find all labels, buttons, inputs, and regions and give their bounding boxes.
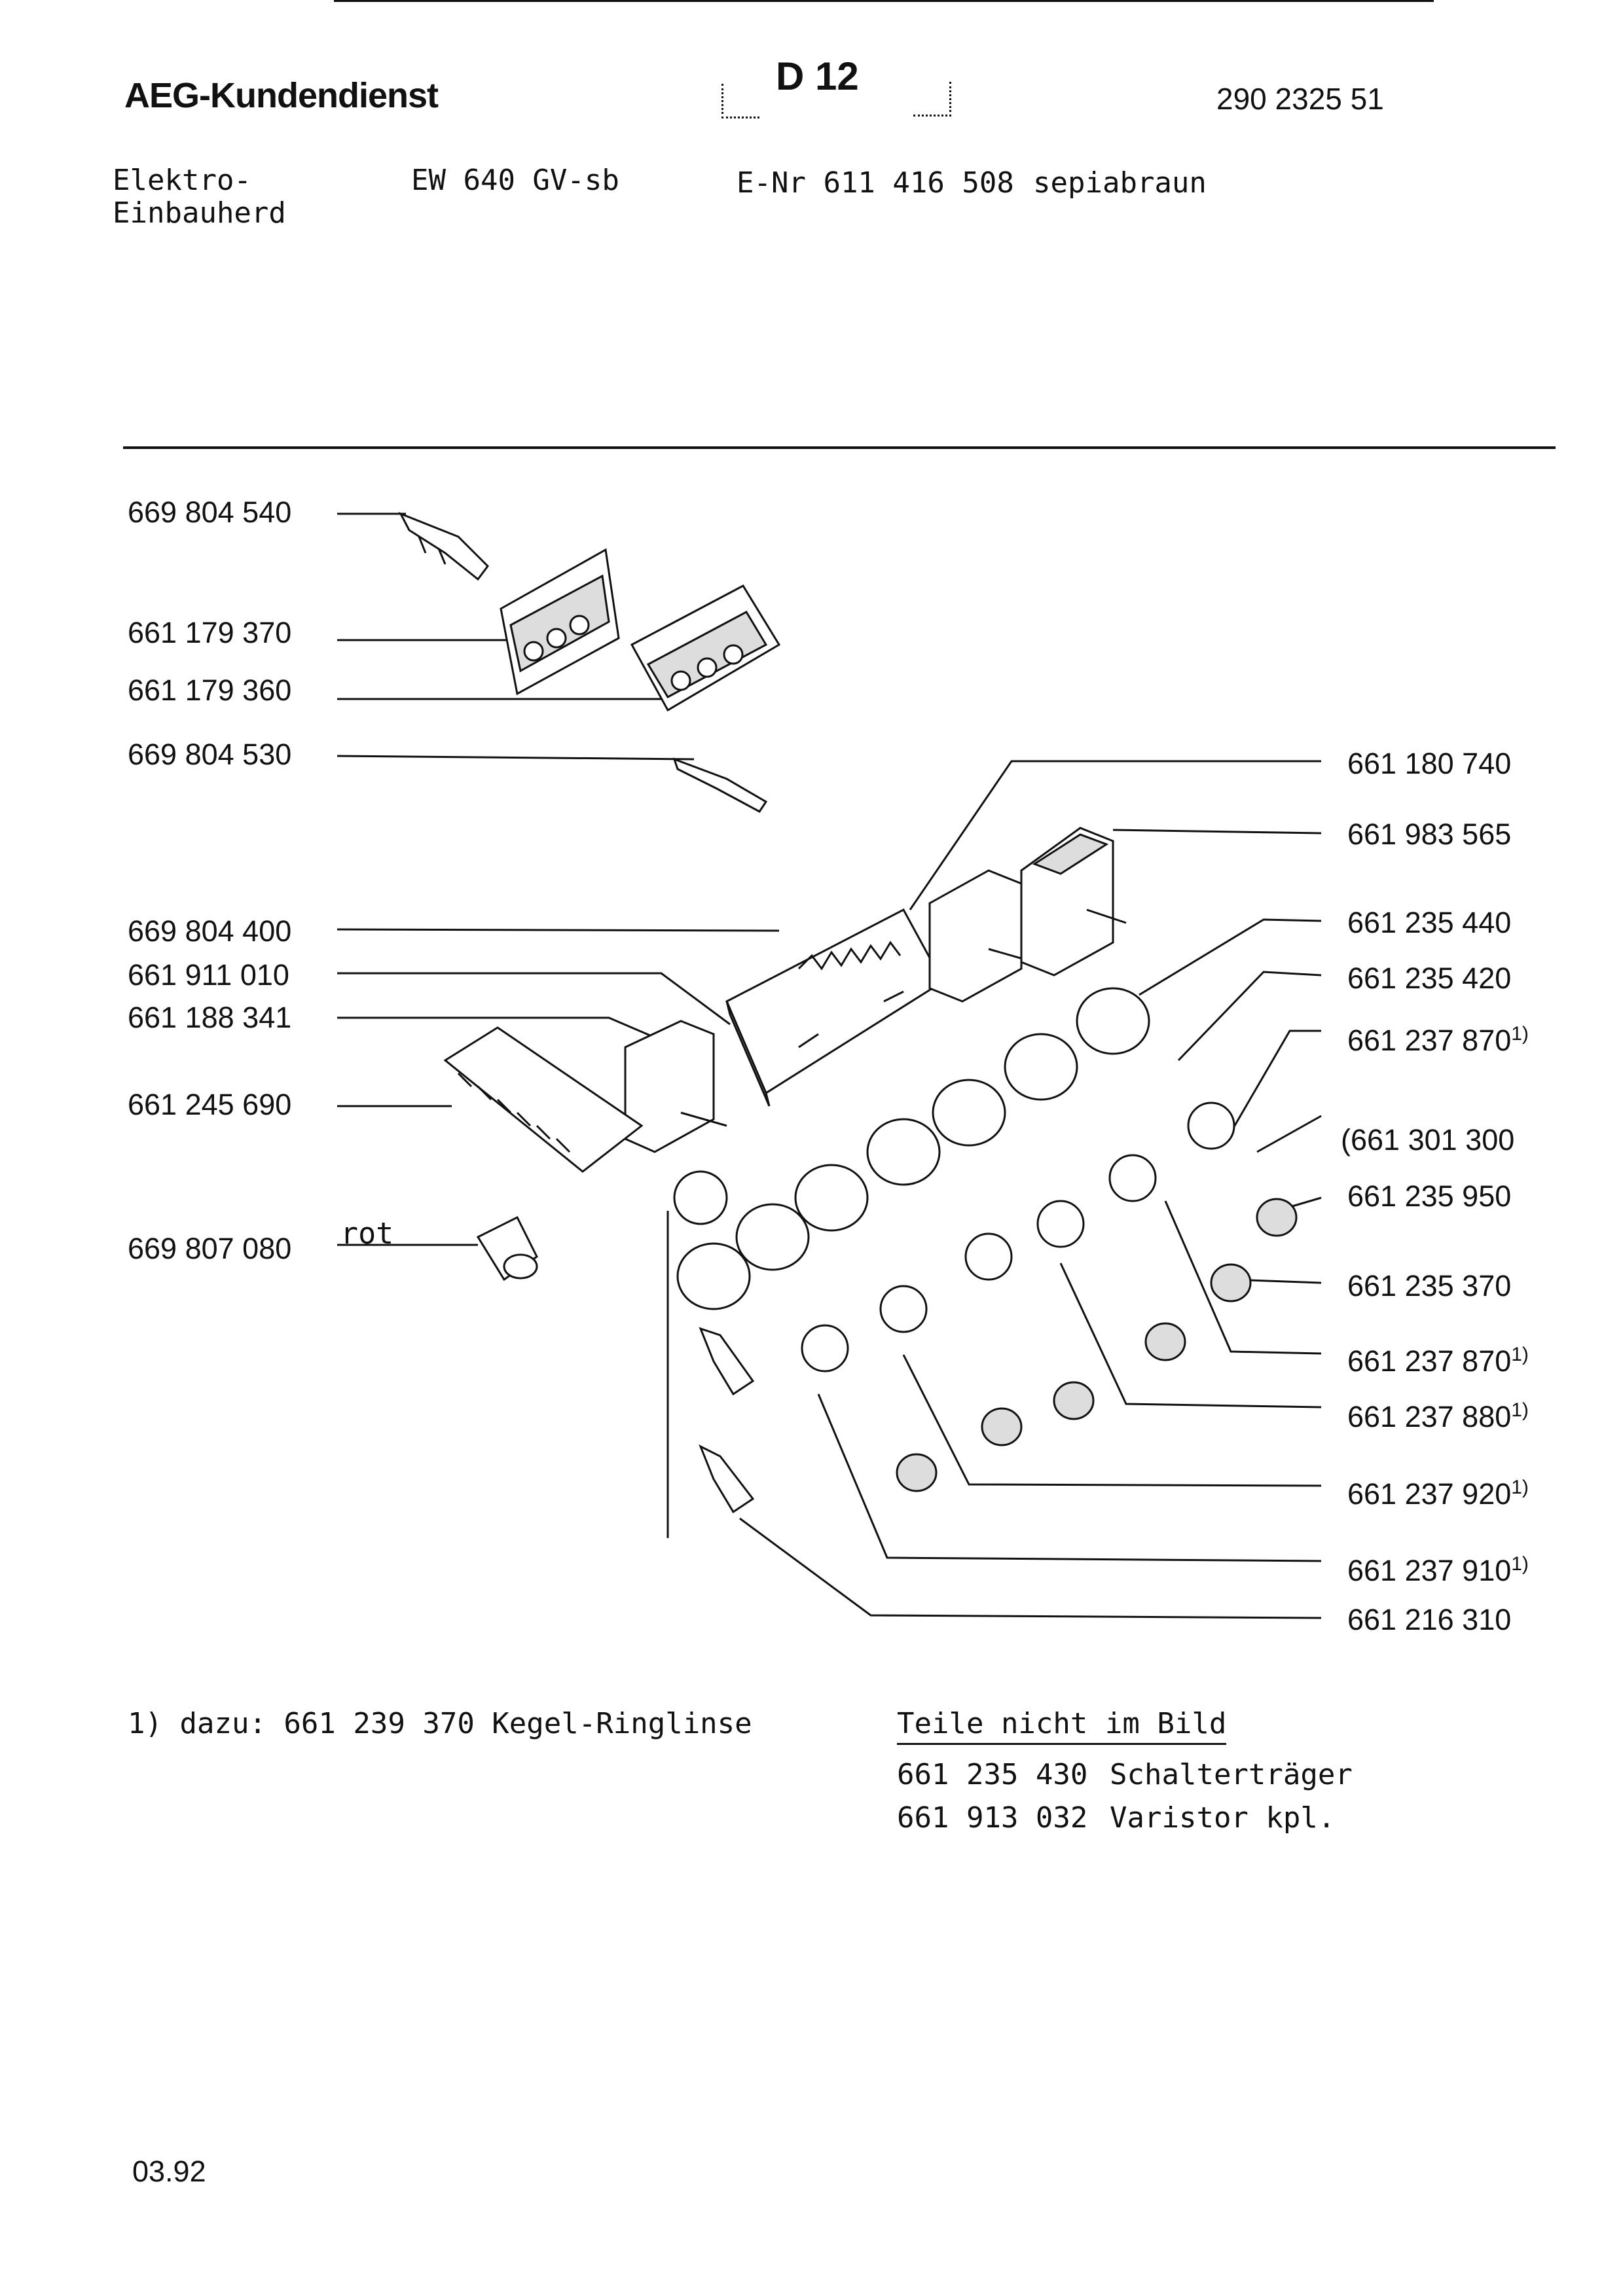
right-part-number: 661 237 9101) xyxy=(1347,1553,1529,1587)
footnote-marker: 1) xyxy=(1511,1344,1529,1365)
e-number: E-Nr 611 416 508 xyxy=(737,166,1014,200)
mounting-brackets xyxy=(699,1327,755,1514)
footnote-marker: 1) xyxy=(1511,1477,1529,1498)
energy-regulator-1 xyxy=(928,869,1035,1003)
header-divider xyxy=(123,446,1556,449)
left-leader-lines xyxy=(337,512,780,1246)
footnote-text: 1) dazu: 661 239 370 Kegel-Ringlinse xyxy=(128,1707,752,1740)
top-rule xyxy=(334,0,1434,2)
parts-not-shown-heading: Teile nicht im Bild xyxy=(897,1707,1227,1745)
right-leader-lines xyxy=(739,760,1322,1619)
brand-title: AEG-Kundendienst xyxy=(124,76,439,115)
terminal-strip xyxy=(443,1026,644,1173)
left-part-number: 669 807 080 xyxy=(128,1232,292,1265)
footnote-marker: 1) xyxy=(1511,1023,1529,1045)
not-shown-part-name: Schalterträger xyxy=(1110,1758,1353,1791)
clip-part-top xyxy=(398,512,489,581)
left-part-number: 661 179 360 xyxy=(128,673,292,707)
left-part-number: 661 179 370 xyxy=(128,616,292,649)
left-part-number: 661 188 341 xyxy=(128,1001,292,1034)
switch-bank xyxy=(725,908,944,1107)
right-part-number: 661 235 420 xyxy=(1347,961,1512,995)
right-part-number: 661 216 310 xyxy=(1347,1603,1512,1636)
right-part-number: 661 235 440 xyxy=(1347,906,1512,939)
right-part-number: 661 237 8701) xyxy=(1347,1023,1529,1057)
terminal-block-right xyxy=(630,584,781,712)
knob-bezels xyxy=(676,987,1150,1310)
pilot-lamp xyxy=(476,1215,538,1282)
color-name: sepiabraun xyxy=(1033,166,1207,200)
footnote-marker: 1) xyxy=(1511,1399,1529,1421)
document-number: 290 2325 51 xyxy=(1216,82,1384,116)
right-part-number: 661 237 8701) xyxy=(1347,1344,1529,1378)
right-part-number: 661 983 565 xyxy=(1347,817,1512,851)
terminal-block-left xyxy=(500,548,620,696)
left-part-number: 669 804 540 xyxy=(128,495,292,529)
code-bracket-left xyxy=(721,84,759,118)
right-part-number: 661 237 8801) xyxy=(1347,1399,1529,1433)
not-shown-part-number: 661 913 032 xyxy=(897,1801,1088,1835)
part-annotation-rot: rot xyxy=(340,1216,394,1251)
code-bracket-right xyxy=(913,82,951,117)
clip-part-middle xyxy=(672,757,768,813)
thermostat xyxy=(624,1020,728,1538)
product-line-2: Einbauherd xyxy=(113,196,286,230)
right-part-number: 661 235 950 xyxy=(1347,1179,1512,1213)
right-part-number: 661 180 740 xyxy=(1347,747,1512,780)
right-part-number: 661 235 370 xyxy=(1347,1269,1512,1302)
energy-regulator-2 xyxy=(1020,827,1127,977)
not-shown-part-name: Varistor kpl. xyxy=(1110,1801,1336,1835)
left-part-number: 669 804 530 xyxy=(128,738,292,771)
left-part-number: 661 245 690 xyxy=(128,1088,292,1121)
right-part-number: 661 237 9201) xyxy=(1347,1477,1529,1511)
footnote-marker: 1) xyxy=(1511,1553,1529,1575)
not-shown-part-number: 661 235 430 xyxy=(897,1758,1088,1791)
left-part-number: 669 804 400 xyxy=(128,914,292,948)
revision-date: 03.92 xyxy=(132,2155,206,2188)
right-part-number: (661 301 300 xyxy=(1341,1123,1515,1157)
knob-rings xyxy=(801,1102,1235,1372)
product-line-1: Elektro- xyxy=(113,164,251,197)
model-number: EW 640 GV-sb xyxy=(411,164,619,197)
document-code: D 12 xyxy=(776,54,859,98)
left-part-number: 661 911 010 xyxy=(128,958,289,992)
knob-lenses xyxy=(896,1198,1298,1492)
